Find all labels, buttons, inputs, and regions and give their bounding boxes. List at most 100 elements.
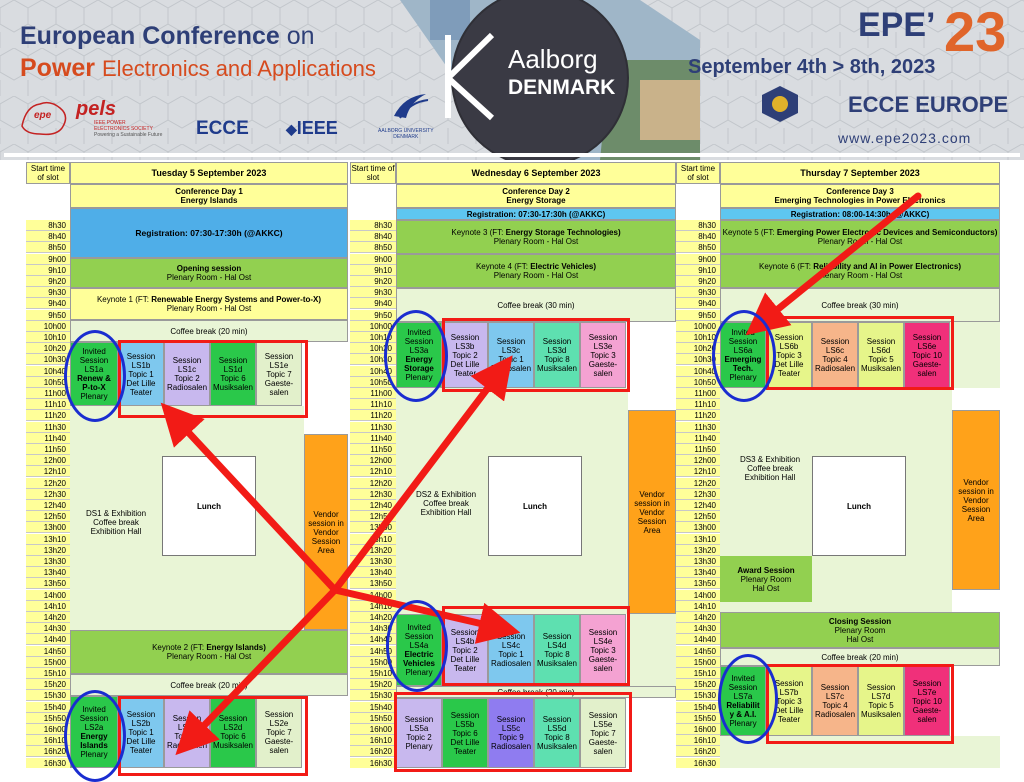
conference-website[interactable]: www.epe2023.com	[838, 130, 972, 146]
time-slot: 13h10	[676, 533, 720, 545]
time-slot: 12h30	[350, 488, 396, 500]
ls6e-l1: LS6e	[917, 341, 937, 351]
ecce-europe: ECCE EUROPE	[848, 92, 1009, 117]
ls4b-l2: Topic 2	[452, 645, 478, 655]
time-slot: 10h50	[676, 376, 720, 388]
banner-title-line2: Power Electronics and Applications	[20, 54, 376, 83]
time-slot: 9h40	[676, 298, 720, 310]
day2-conf-day: Conference Day 2	[502, 187, 570, 196]
time-slot: 12h10	[676, 466, 720, 478]
ieee-logo: ◆IEEE	[286, 118, 338, 138]
ls6b-l3: Det Lille	[774, 359, 804, 369]
ls7b-l4: Teater	[777, 714, 801, 724]
time-slot: 15h10	[676, 668, 720, 679]
time-slot: 12h30	[676, 488, 720, 500]
ls4e-l3: Gaeste-	[588, 654, 618, 664]
time-slot: 12h20	[676, 477, 720, 489]
ls3d-l2: Topic 8	[544, 355, 570, 364]
time-slot: 16h30	[26, 757, 70, 768]
day1-registration: Registration: 07:30-17:30h (@AKKC)	[70, 208, 348, 258]
time-slot: 8h40	[26, 231, 70, 243]
day3-lunch: Lunch	[812, 456, 906, 556]
ls2b-l0: Session	[126, 709, 156, 719]
time-slot: 10h00	[26, 320, 70, 332]
v2-l1: session in	[634, 498, 670, 508]
ls4c-l1: LS4c	[501, 641, 521, 650]
time-slot: 8h30	[26, 220, 70, 231]
time-slot: 12h00	[350, 455, 396, 467]
ls6e-l3: Gaeste-	[912, 359, 942, 369]
time-slot: 10h40	[26, 365, 70, 377]
time-slot: 12h20	[350, 477, 396, 489]
ls3d-l3: Musiksalen	[536, 364, 577, 373]
ls4e-l0: Session	[588, 627, 618, 637]
time-slot: 13h20	[26, 544, 70, 556]
time-slot: 11h10	[350, 399, 396, 411]
time-slot: 10h20	[350, 343, 396, 355]
ls3c-l0: Session	[496, 337, 526, 346]
time-slot: 9h30	[26, 287, 70, 299]
ls6b-l4: Teater	[777, 368, 801, 378]
day1-coffee2-text: Coffee break (20 min)	[170, 680, 248, 690]
ls6b-l2: Topic 3	[776, 350, 802, 360]
time-slot: 10h50	[26, 376, 70, 388]
ls1d-l3: Musiksalen	[212, 383, 253, 392]
time-slot: 10h00	[350, 320, 396, 332]
time-slot: 14h20	[26, 612, 70, 623]
ls4b-l1: LS4b	[455, 636, 475, 646]
time-slot: 8h30	[350, 220, 396, 231]
ls1b-l0: Session	[126, 351, 156, 361]
time-slot: 15h50	[676, 712, 720, 724]
time-slot: 12h50	[676, 511, 720, 523]
keynote3-room: Plenary Room - Hal Ost	[493, 237, 579, 246]
ls5c-l1: LS5c	[501, 724, 521, 733]
time-slot: 12h50	[26, 511, 70, 523]
time-slot: 11h20	[676, 410, 720, 422]
time-slot: 14h30	[676, 623, 720, 635]
ls1c-l1: LS1c	[177, 365, 197, 374]
ls7c-l0: Session	[820, 683, 850, 692]
ds1-l1: Coffee break	[93, 517, 139, 527]
day3-after-ls6	[950, 322, 1000, 388]
ls7d-l3: Musiksalen	[860, 710, 901, 719]
highlight-ls5-sessions	[394, 692, 632, 772]
time-slot: 16h00	[676, 724, 720, 735]
keynote1-title: Renewable Energy Systems and Power-to-X)	[151, 295, 322, 304]
banner-title-line1: European Conference on	[20, 22, 315, 51]
closing-title: Closing Session	[828, 616, 892, 626]
time-slot: 13h30	[26, 556, 70, 567]
time-slot: 14h50	[676, 645, 720, 657]
ls6d-l0: Session	[866, 337, 896, 346]
ls7b-l0: Session	[774, 678, 804, 688]
time-slot: 9h20	[676, 276, 720, 287]
aau-text2: DENMARK	[393, 134, 419, 140]
time-slot: 8h40	[676, 231, 720, 243]
day2-lunch: Lunch	[488, 456, 582, 556]
ls2b-l2: Topic 1	[128, 727, 154, 737]
day1-conf-day: Conference Day 1	[175, 187, 243, 196]
time-slot: 14h40	[26, 634, 70, 646]
day3-title: Thursday 7 September 2023	[800, 167, 920, 178]
time-slot: 13h20	[350, 544, 396, 556]
ls4b-l4: Teater	[453, 663, 477, 673]
closing-room2: Hal Ost	[846, 634, 874, 644]
